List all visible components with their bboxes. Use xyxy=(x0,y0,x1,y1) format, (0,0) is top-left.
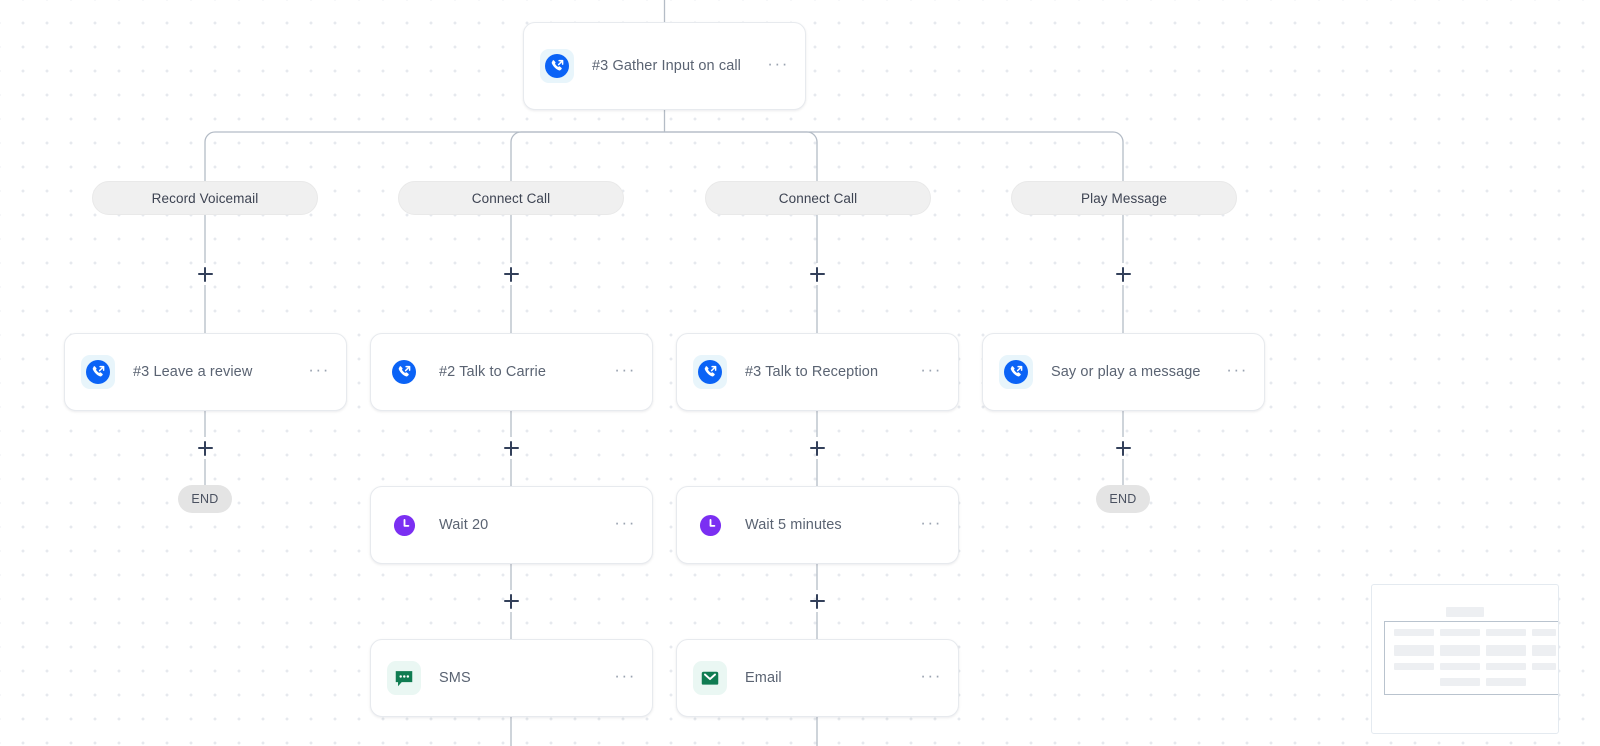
add-step-icon-plus-branch-3[interactable] xyxy=(806,263,828,285)
add-step-icon-plus-branch-2[interactable] xyxy=(500,263,522,285)
node-say-or-play-a-message[interactable]: Say or play a message ··· xyxy=(982,333,1265,411)
add-step-icon-plus-after-wait-20[interactable] xyxy=(500,590,522,612)
minimap-node-shape xyxy=(1394,629,1434,636)
minimap-node-shape xyxy=(1446,607,1484,617)
minimap-node-shape xyxy=(1440,663,1480,670)
add-step-icon-plus-after-review[interactable] xyxy=(194,437,216,459)
minimap-node-shape xyxy=(1486,629,1526,636)
phone-outgoing-icon xyxy=(387,355,421,389)
phone-outgoing-icon xyxy=(81,355,115,389)
minimap-node-shape xyxy=(1486,678,1526,686)
node-email[interactable]: Email ··· xyxy=(676,639,959,717)
node-label: Wait 20 xyxy=(439,517,489,533)
node-overflow-menu-icon[interactable]: ··· xyxy=(920,513,942,532)
node-overflow-menu-icon[interactable]: ··· xyxy=(614,513,636,532)
clock-icon xyxy=(693,508,727,542)
add-step-icon-plus-after-message[interactable] xyxy=(1112,437,1134,459)
node-overflow-menu-icon[interactable]: ··· xyxy=(767,54,789,73)
add-step-icon-plus-branch-4[interactable] xyxy=(1112,263,1134,285)
node-overflow-menu-icon[interactable]: ··· xyxy=(920,666,942,685)
workflow-minimap[interactable] xyxy=(1371,584,1559,734)
phone-outgoing-icon xyxy=(540,49,574,83)
minimap-node-shape xyxy=(1440,629,1480,636)
node-wait-5-minutes[interactable]: Wait 5 minutes ··· xyxy=(676,486,959,564)
node-label: Email xyxy=(745,670,782,686)
minimap-node-shape xyxy=(1532,629,1556,636)
email-envelope-icon xyxy=(693,661,727,695)
node-talk-to-carrie[interactable]: #2 Talk to Carrie ··· xyxy=(370,333,653,411)
node-talk-to-reception[interactable]: #3 Talk to Reception ··· xyxy=(676,333,959,411)
node-overflow-menu-icon[interactable]: ··· xyxy=(614,360,636,379)
branch-pill-record-voicemail[interactable]: Record Voicemail xyxy=(92,181,318,215)
branch-pill-connect-call-2[interactable]: Connect Call xyxy=(705,181,931,215)
node-leave-a-review[interactable]: #3 Leave a review ··· xyxy=(64,333,347,411)
phone-outgoing-icon xyxy=(693,355,727,389)
node-overflow-menu-icon[interactable]: ··· xyxy=(614,666,636,685)
node-label: Wait 5 minutes xyxy=(745,517,842,533)
add-step-icon-plus-after-carrie[interactable] xyxy=(500,437,522,459)
clock-icon xyxy=(387,508,421,542)
branch-pill-connect-call-1[interactable]: Connect Call xyxy=(398,181,624,215)
node-label: SMS xyxy=(439,670,471,686)
add-step-icon-plus-after-wait-5-minutes[interactable] xyxy=(806,590,828,612)
sms-bubble-icon xyxy=(387,661,421,695)
end-badge-end-left: END xyxy=(178,485,232,513)
phone-outgoing-icon xyxy=(999,355,1033,389)
node-label: Say or play a message xyxy=(1051,364,1201,380)
branch-pill-play-message[interactable]: Play Message xyxy=(1011,181,1237,215)
node-overflow-menu-icon[interactable]: ··· xyxy=(920,360,942,379)
minimap-node-shape xyxy=(1440,645,1480,656)
node-label: #3 Gather Input on call xyxy=(592,58,742,74)
node-wait-20[interactable]: Wait 20 ··· xyxy=(370,486,653,564)
node-label: #3 Leave a review xyxy=(133,364,253,380)
node-overflow-menu-icon[interactable]: ··· xyxy=(308,360,330,379)
add-step-icon-plus-after-reception[interactable] xyxy=(806,437,828,459)
minimap-node-shape xyxy=(1486,663,1526,670)
minimap-node-shape xyxy=(1532,663,1556,670)
node-label: #2 Talk to Carrie xyxy=(439,364,547,380)
minimap-node-shape xyxy=(1440,678,1480,686)
node-sms[interactable]: SMS ··· xyxy=(370,639,653,717)
node-gather-input[interactable]: #3 Gather Input on call ··· xyxy=(523,22,806,110)
minimap-viewport[interactable] xyxy=(1384,621,1558,695)
node-label: #3 Talk to Reception xyxy=(745,364,879,380)
minimap-node-shape xyxy=(1394,663,1434,670)
minimap-node-shape xyxy=(1394,645,1434,656)
node-overflow-menu-icon[interactable]: ··· xyxy=(1226,360,1248,379)
minimap-node-shape xyxy=(1486,645,1526,656)
add-step-icon-plus-branch-1[interactable] xyxy=(194,263,216,285)
minimap-node-shape xyxy=(1532,645,1556,656)
end-badge-end-right: END xyxy=(1096,485,1150,513)
